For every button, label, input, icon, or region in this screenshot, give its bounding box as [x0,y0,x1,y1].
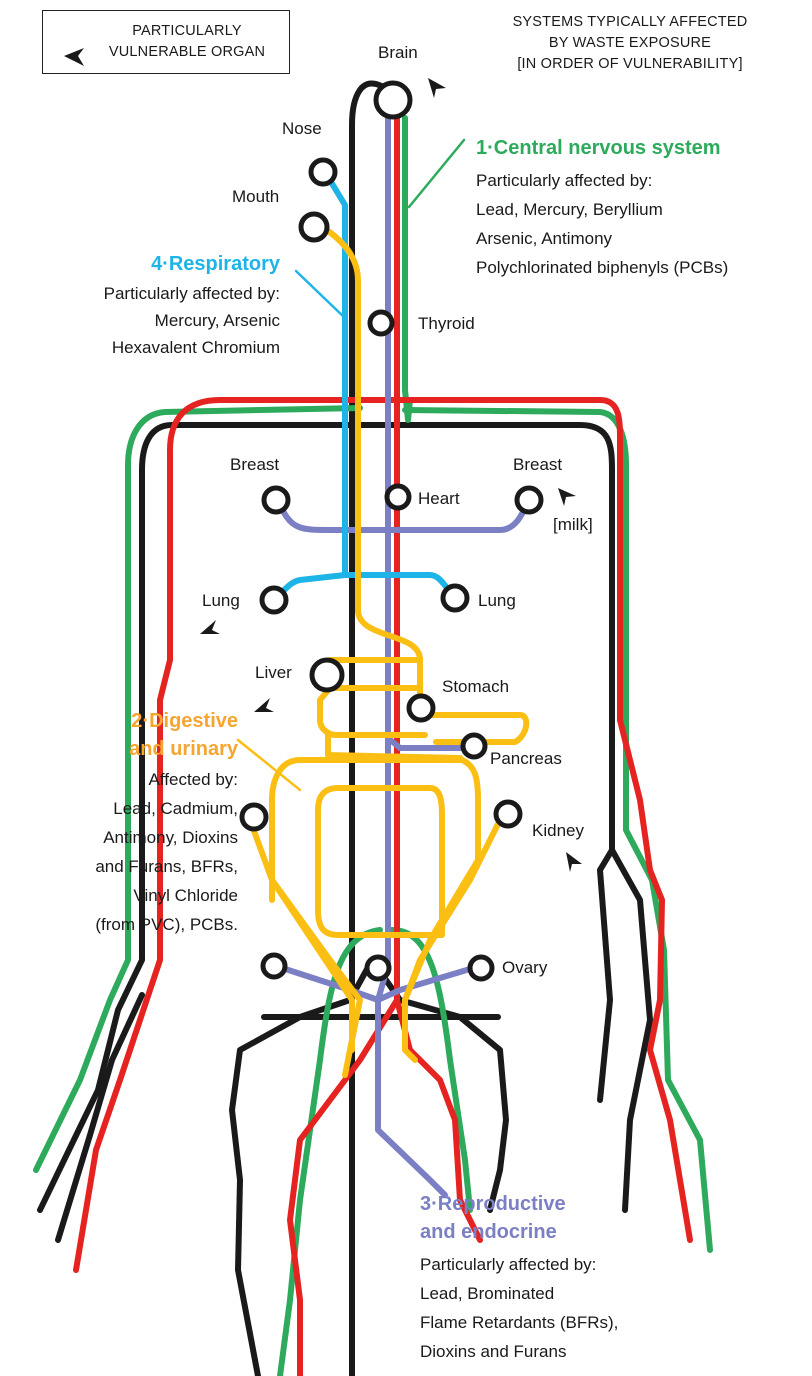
system-digestive-title-2: and urinary [20,735,238,763]
liver-station [312,660,342,690]
system-reproductive-callout: 3·Reproductive and endocrine Particularl… [420,1190,618,1366]
label-mouth: Mouth [232,186,279,207]
breast-arrowhead-icon [558,488,576,506]
system-respiratory-line: Mercury, Arsenic [20,307,280,334]
lung-arrowhead-icon [200,620,220,634]
uterus-station [367,957,389,979]
legend-line-1: PARTICULARLY [87,21,287,42]
lung-left-station [262,588,286,612]
system-digestive-line: (from PVC), PCBs. [20,910,238,939]
system-reproductive-line: Dioxins and Furans [420,1337,618,1366]
system-cns-line: Polychlorinated biphenyls (PCBs) [476,253,728,282]
header-line-2: BY WASTE EXPOSURE [470,33,790,54]
ovary-right-station [470,957,492,979]
system-respiratory-callout: 4·Respiratory Particularly affected by: … [20,252,280,361]
brain-station [376,83,410,117]
system-digestive-line: Vinyl Chloride [20,881,238,910]
system-cns-title: 1·Central nervous system [476,136,728,160]
system-respiratory-title: 4·Respiratory [20,252,280,276]
pancreas-station [463,735,485,757]
system-reproductive-title-2: and endocrine [420,1218,618,1246]
kidney-arrowhead-icon [566,852,582,872]
system-digestive-line: Antimony, Dioxins [20,823,238,852]
system-cns-line: Lead, Mercury, Beryllium [476,195,728,224]
label-ovary: Ovary [502,957,547,978]
kidney-right-station [496,802,520,826]
system-digestive-title-1: 2·Digestive [20,707,238,735]
label-pancreas: Pancreas [490,748,562,769]
label-milk: [milk] [553,514,593,535]
label-liver: Liver [255,662,292,683]
liver-arrowhead-icon [254,698,274,712]
label-kidney: Kidney [532,820,584,841]
kidney-left-station [242,805,266,829]
system-digestive-callout: 2·Digestive and urinary Affected by: Lea… [20,707,238,939]
diagram-header: SYSTEMS TYPICALLY AFFECTED BY WASTE EXPO… [470,12,790,75]
legend-line-2: VULNERABLE ORGAN [87,42,287,63]
thyroid-station [370,312,392,334]
ovary-left-station [263,955,285,977]
label-lung-right: Lung [478,590,516,611]
system-digestive-line: Affected by: [20,765,238,794]
legend-text: PARTICULARLY VULNERABLE ORGAN [87,21,287,63]
system-digestive-line: and Furans, BFRs, [20,852,238,881]
system-respiratory-line: Particularly affected by: [20,280,280,307]
system-respiratory-line: Hexavalent Chromium [20,334,280,361]
breast-left-station [264,488,288,512]
header-line-1: SYSTEMS TYPICALLY AFFECTED [470,12,790,33]
system-digestive-line: Lead, Cadmium, [20,794,238,823]
system-cns-line: Particularly affected by: [476,166,728,195]
system-cns-callout: 1·Central nervous system Particularly af… [476,136,728,282]
system-cns-line: Arsenic, Antimony [476,224,728,253]
mouth-station [301,214,327,240]
lung-right-station [443,586,467,610]
header-line-3: [IN ORDER OF VULNERABILITY] [470,54,790,75]
label-heart: Heart [418,488,460,509]
system-reproductive-line: Lead, Brominated [420,1279,618,1308]
nose-station [311,160,335,184]
system-reproductive-line: Particularly affected by: [420,1250,618,1279]
stomach-station [409,696,433,720]
label-stomach: Stomach [442,676,509,697]
brain-arrowhead-icon [428,78,446,98]
label-lung-left: Lung [202,590,240,611]
legend-box: PARTICULARLY VULNERABLE ORGAN [42,10,290,74]
label-breast-left: Breast [230,454,279,475]
heart-station [387,486,409,508]
system-reproductive-line: Flame Retardants (BFRs), [420,1308,618,1337]
system-reproductive-title-1: 3·Reproductive [420,1190,618,1218]
label-nose: Nose [282,118,322,139]
breast-right-station [517,488,541,512]
label-brain: Brain [378,42,418,63]
label-breast-right: Breast [513,454,562,475]
label-thyroid: Thyroid [418,313,475,334]
